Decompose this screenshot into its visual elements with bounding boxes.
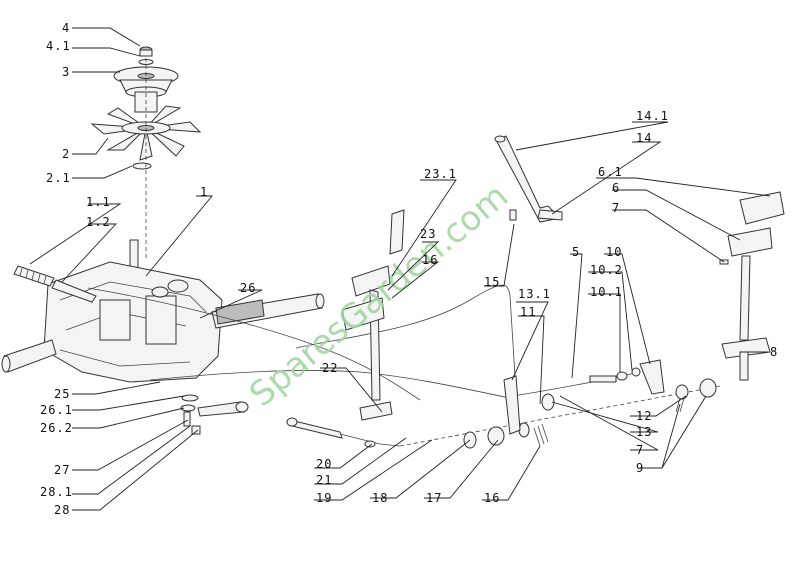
label-28: 28 bbox=[54, 503, 70, 517]
label-16-lower: 16 bbox=[484, 491, 500, 505]
label-10-1: 10.1 bbox=[590, 285, 623, 299]
label-13-1: 13.1 bbox=[518, 287, 551, 301]
input-shaft bbox=[129, 239, 139, 271]
pulley-nut bbox=[138, 46, 154, 65]
speed-control-lever bbox=[721, 191, 785, 381]
label-19: 19 bbox=[316, 491, 332, 505]
label-16-upper: 16 bbox=[422, 253, 438, 267]
label-2-1: 2.1 bbox=[46, 171, 71, 185]
label-13: 13 bbox=[636, 425, 652, 439]
label-17: 17 bbox=[426, 491, 442, 505]
label-26-2: 26.2 bbox=[40, 421, 73, 435]
label-11: 11 bbox=[520, 305, 536, 319]
label-18: 18 bbox=[372, 491, 388, 505]
label-12: 12 bbox=[636, 409, 652, 423]
label-27: 27 bbox=[54, 463, 70, 477]
label-25: 25 bbox=[54, 387, 70, 401]
transaxle-housing bbox=[43, 261, 223, 383]
label-3: 3 bbox=[62, 65, 70, 79]
label-28-1: 28.1 bbox=[40, 485, 73, 499]
label-23: 23 bbox=[420, 227, 436, 241]
label-1-1: 1.1 bbox=[86, 195, 111, 209]
label-10-2: 10.2 bbox=[590, 263, 623, 277]
label-2: 2 bbox=[62, 147, 70, 161]
label-4-1: 4.1 bbox=[46, 39, 71, 53]
label-9: 9 bbox=[636, 461, 644, 475]
label-8: 8 bbox=[770, 345, 778, 359]
label-21: 21 bbox=[316, 473, 332, 487]
control-rod-springs bbox=[13, 265, 97, 303]
lever-pin bbox=[509, 209, 517, 221]
callout-labels: 4 4.1 3 2 2.1 1 1.1 1.2 26 25 26.1 26.2 … bbox=[40, 21, 778, 517]
label-15: 15 bbox=[484, 275, 500, 289]
brake-cable bbox=[149, 370, 511, 399]
label-22: 22 bbox=[322, 361, 338, 375]
label-6: 6 bbox=[612, 181, 620, 195]
linkage-rod bbox=[286, 417, 401, 448]
axle-shafts bbox=[1, 293, 325, 373]
label-26: 26 bbox=[240, 281, 256, 295]
brake-pedal bbox=[341, 265, 393, 421]
pedal-rod bbox=[389, 209, 405, 255]
cable-adjuster bbox=[589, 359, 665, 395]
label-1-2: 1.2 bbox=[86, 215, 111, 229]
label-20: 20 bbox=[316, 457, 332, 471]
label-7-upper: 7 bbox=[612, 201, 620, 215]
fan-washer bbox=[132, 162, 152, 170]
label-4: 4 bbox=[62, 21, 70, 35]
control-cable bbox=[87, 287, 421, 401]
lower-link-hardware bbox=[180, 394, 249, 435]
parts-drawing bbox=[1, 46, 785, 449]
label-26-1: 26.1 bbox=[40, 403, 73, 417]
label-10: 10 bbox=[606, 245, 622, 259]
parking-brake-lever bbox=[494, 135, 563, 223]
label-5: 5 bbox=[572, 245, 580, 259]
label-1: 1 bbox=[200, 185, 208, 199]
cross-shaft bbox=[399, 375, 721, 449]
label-7-lower: 7 bbox=[636, 443, 644, 457]
label-6-1: 6.1 bbox=[598, 165, 623, 179]
label-23-1: 23.1 bbox=[424, 167, 457, 181]
leader-lines bbox=[29, 27, 771, 511]
label-14: 14 bbox=[636, 131, 652, 145]
label-14-1: 14.1 bbox=[636, 109, 669, 123]
